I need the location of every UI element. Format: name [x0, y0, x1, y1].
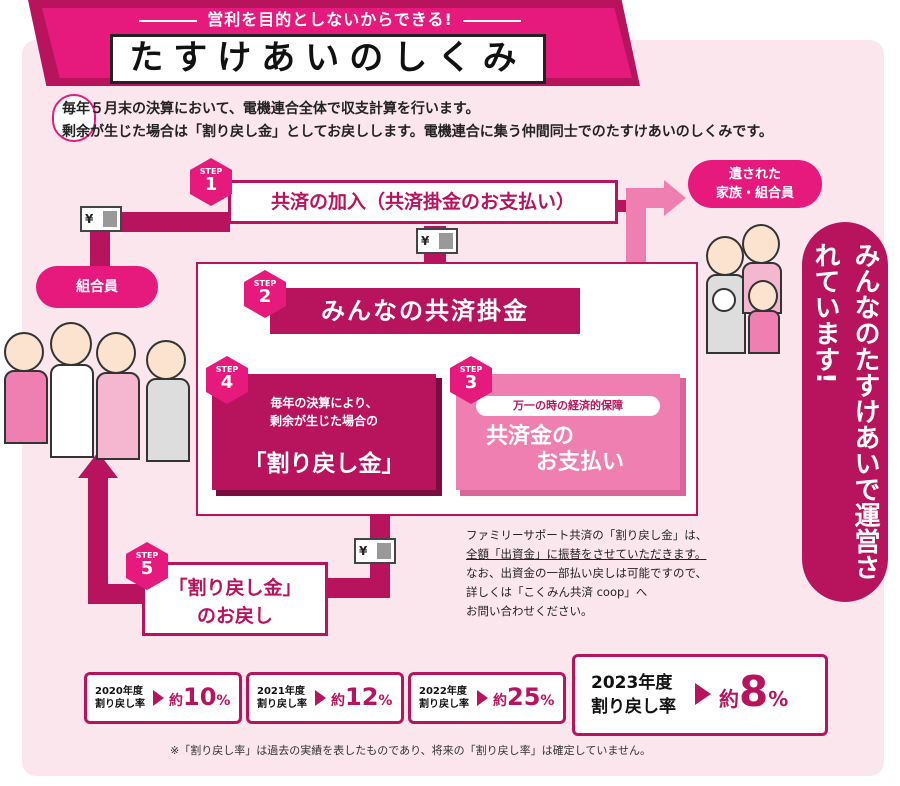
step1-label: 共済の加入（共済掛金のお支払い） — [270, 191, 575, 213]
step5-label-2: のお戻し — [196, 605, 273, 627]
member-badge: 組合員 — [36, 266, 158, 308]
rate-value: 8 — [739, 667, 769, 716]
note-line-4: 詳しくは「こくみん共済 coop」へ — [466, 585, 648, 599]
step5-label-1: 「割り戻し金」 — [168, 577, 302, 599]
rate-value: 25 — [507, 683, 541, 711]
yen-note-icon: ¥ — [416, 228, 458, 254]
header-subtitle-text: 営利を目的としないからできる! — [207, 10, 453, 29]
note-line-2: 全額「出資金」に振替をさせていただきます。 — [466, 547, 707, 561]
title-box — [110, 34, 546, 84]
note-line-3: なお、出資金の一部払い戻しは可能ですので、 — [466, 566, 708, 580]
intro-line-1: 毎年５月末の決算において、電機連合全体で収支計算を行います。 — [62, 101, 480, 117]
step4-line-1: 毎年の決算により、 — [270, 396, 378, 410]
rate-year: 2023年度 — [591, 673, 673, 693]
family-badge-line-2: 家族・組合員 — [715, 186, 794, 201]
flow-line-step5-up — [88, 476, 108, 604]
rate-sub: 割り戻し率 — [419, 699, 469, 710]
intro-line-2: 剰余が生じた場合は「割り戻し金」としてお戻しします。電機連合に集う仲間同士でのた… — [62, 124, 773, 140]
rate-year: 2020年度 — [95, 686, 143, 697]
rate-box-2022: 2022年度割り戻し率 約25% — [408, 672, 566, 724]
step5-box: 「割り戻し金」 のお戻し — [142, 562, 328, 636]
step2-box: みんなの共済掛金 — [270, 288, 580, 334]
yen-note-icon: ¥ — [354, 538, 396, 564]
soccer-ball-icon — [712, 288, 736, 312]
family-person-icon — [748, 280, 780, 354]
yen-note-icon: ¥ — [80, 206, 122, 232]
step1-box: 共済の加入（共済掛金のお支払い） — [228, 180, 618, 224]
triangle-right-icon — [153, 690, 164, 706]
family-person-icon — [706, 236, 746, 354]
rate-value: 12 — [345, 683, 379, 711]
family-badge-line-1: 遺された — [728, 167, 781, 182]
rate-year: 2021年度 — [257, 686, 305, 697]
rate-sub: 割り戻し率 — [95, 699, 145, 710]
intro-bracket-icon — [52, 94, 96, 142]
family-badge: 遺された 家族・組合員 — [688, 160, 822, 208]
rate-sub: 割り戻し率 — [591, 697, 676, 717]
intro-text: 毎年５月末の決算において、電機連合全体で収支計算を行います。 剰余が生じた場合は… — [62, 98, 872, 144]
step4-label: 「割り戻し金」 — [243, 451, 405, 477]
rate-box-2023: 2023年度 割り戻し率 約8% — [572, 654, 828, 736]
member-person-icon — [50, 322, 94, 458]
note-text: ファミリーサポート共済の「割り戻し金」は、 全額「出資金」に振替をさせていただき… — [466, 526, 786, 621]
rate-box-2021: 2021年度割り戻し率 約12% — [246, 672, 404, 724]
flow-line-member-to-step1 — [90, 212, 230, 232]
flow-line-to-family-top — [626, 188, 666, 208]
member-person-icon — [4, 332, 48, 444]
step2-label: みんなの共済掛金 — [321, 297, 529, 325]
flow-line-step5-left — [88, 584, 150, 604]
member-person-icon — [146, 340, 190, 462]
note-line-5: お問い合わせください。 — [466, 604, 593, 618]
step4-line-2: 剰余が生じた場合の — [269, 414, 378, 428]
page-title: たすけあいのしくみ — [129, 38, 527, 78]
side-message: みんなのたすけあいで運営されています! — [810, 242, 880, 580]
step4-box: 毎年の決算により、 剰余が生じた場合の 「割り戻し金」 — [212, 374, 436, 490]
side-message-bubble: みんなのたすけあいで運営されています! — [802, 222, 888, 602]
note-line-1: ファミリーサポート共済の「割り戻し金」は、 — [466, 528, 708, 542]
rate-sub: 割り戻し率 — [257, 699, 307, 710]
triangle-right-icon — [315, 690, 326, 706]
triangle-right-icon — [477, 690, 488, 706]
arrow-to-family-icon — [664, 180, 686, 216]
step3-box: 万一の時の経済的保障 共済金の お支払い — [456, 374, 680, 490]
header-subtitle: 営利を目的としないからできる! — [60, 6, 600, 30]
footnote: ※「割り戻し率」は過去の実績を表したものであり、将来の「割り戻し率」は確定してい… — [170, 744, 652, 757]
step3-tag: 万一の時の経済的保障 — [476, 396, 660, 416]
triangle-right-icon — [695, 683, 711, 705]
rate-value: 10 — [183, 683, 217, 711]
step3-label-1: 共済金の — [486, 424, 575, 449]
rate-box-2020: 2020年度割り戻し率 約10% — [84, 672, 242, 724]
rate-year: 2022年度 — [419, 686, 467, 697]
member-person-icon — [96, 332, 140, 460]
step3-label-2: お支払い — [536, 450, 625, 475]
